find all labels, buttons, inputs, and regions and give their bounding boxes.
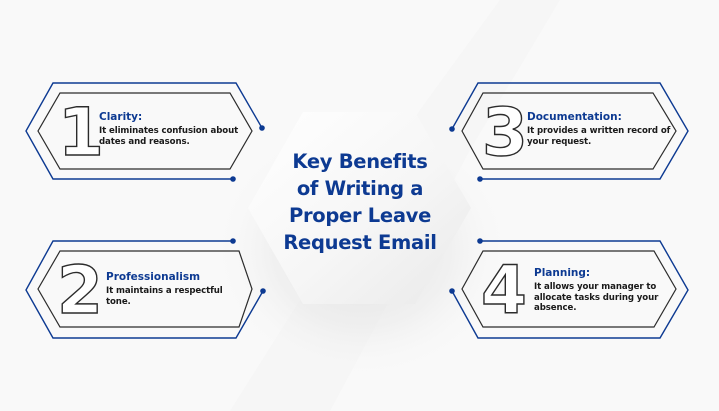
card-2-connector-dot: [230, 238, 236, 244]
card-4-body-line: It allows your manager to: [534, 282, 657, 292]
center-title-line-4: Request Email: [283, 231, 437, 254]
card-1-text: Clarity: It eliminates confusion about d…: [99, 111, 238, 147]
card-1-body-line: It eliminates confusion about: [99, 126, 239, 136]
card-3-body-line: It provides a written record of: [527, 126, 671, 136]
card-3-inner-hexagon: [461, 92, 677, 170]
card-1-body: It eliminates confusion about dates and …: [99, 126, 238, 147]
card-3-text: Documentation: It provides a written rec…: [527, 111, 670, 147]
card-2: 2: [25, 238, 266, 339]
card-3-connector-dot: [449, 126, 455, 132]
card-2-text: Professionalism It maintains a respectfu…: [106, 271, 223, 307]
card-4-text: Planning: It allows your manager to allo…: [534, 267, 658, 314]
card-4-connector-dot: [477, 238, 483, 244]
card-3-body-line: your request.: [527, 136, 592, 147]
card-2-outer-frame: [25, 240, 264, 339]
center-title-line-2: of Writing a: [296, 177, 424, 200]
card-1: 1: [25, 82, 265, 182]
card-1-number-1-icon: 1: [58, 94, 104, 171]
card-2-heading: Professionalism: [106, 271, 201, 283]
center-hexagon: [248, 112, 471, 304]
card-3-outer-frame: [451, 82, 689, 180]
card-4-inner-hexagon: [461, 250, 677, 328]
card-4-body-line: absence.: [534, 303, 577, 314]
card-3-body: It provides a written record of your req…: [527, 126, 670, 147]
card-2-inner-hexagon: [37, 250, 253, 328]
card-2-connector-dot-right: [260, 288, 266, 294]
card-1-heading: Clarity:: [99, 111, 143, 123]
center-title-line-1: Key Benefits: [292, 150, 428, 173]
card-3-number-3-icon: 3: [482, 94, 528, 171]
card-4-heading: Planning:: [534, 267, 591, 279]
card-4-body: It allows your manager to allocate tasks…: [534, 282, 658, 314]
card-2-body-line: It maintains a respectful: [106, 286, 223, 296]
card-3-connector-dot-bottom: [477, 176, 483, 182]
card-4-connector-dot-left: [449, 288, 455, 294]
card-4-outer-frame: [451, 240, 689, 339]
card-4-number-4-icon: 4: [481, 252, 527, 329]
center-title-line-3: Proper Leave: [288, 204, 432, 227]
card-3-heading: Documentation:: [527, 111, 622, 123]
card-1-body-line: dates and reasons.: [99, 136, 190, 147]
card-4: 4: [449, 238, 689, 339]
center-title: Key Benefits of Writing a Proper Leave R…: [262, 148, 458, 256]
card-2-number-2-icon: 2: [57, 252, 103, 329]
card-2-body: It maintains a respectful tone.: [106, 286, 223, 307]
card-1-connector-dot-bottom: [230, 176, 236, 182]
card-2-body-line: tone.: [106, 296, 131, 307]
card-1-inner-hexagon: [37, 92, 253, 170]
card-1-outer-frame: [25, 82, 263, 180]
card-3: 3: [449, 82, 689, 182]
card-4-body-line: allocate tasks during your: [534, 292, 659, 303]
card-1-connector-dot: [259, 125, 265, 131]
